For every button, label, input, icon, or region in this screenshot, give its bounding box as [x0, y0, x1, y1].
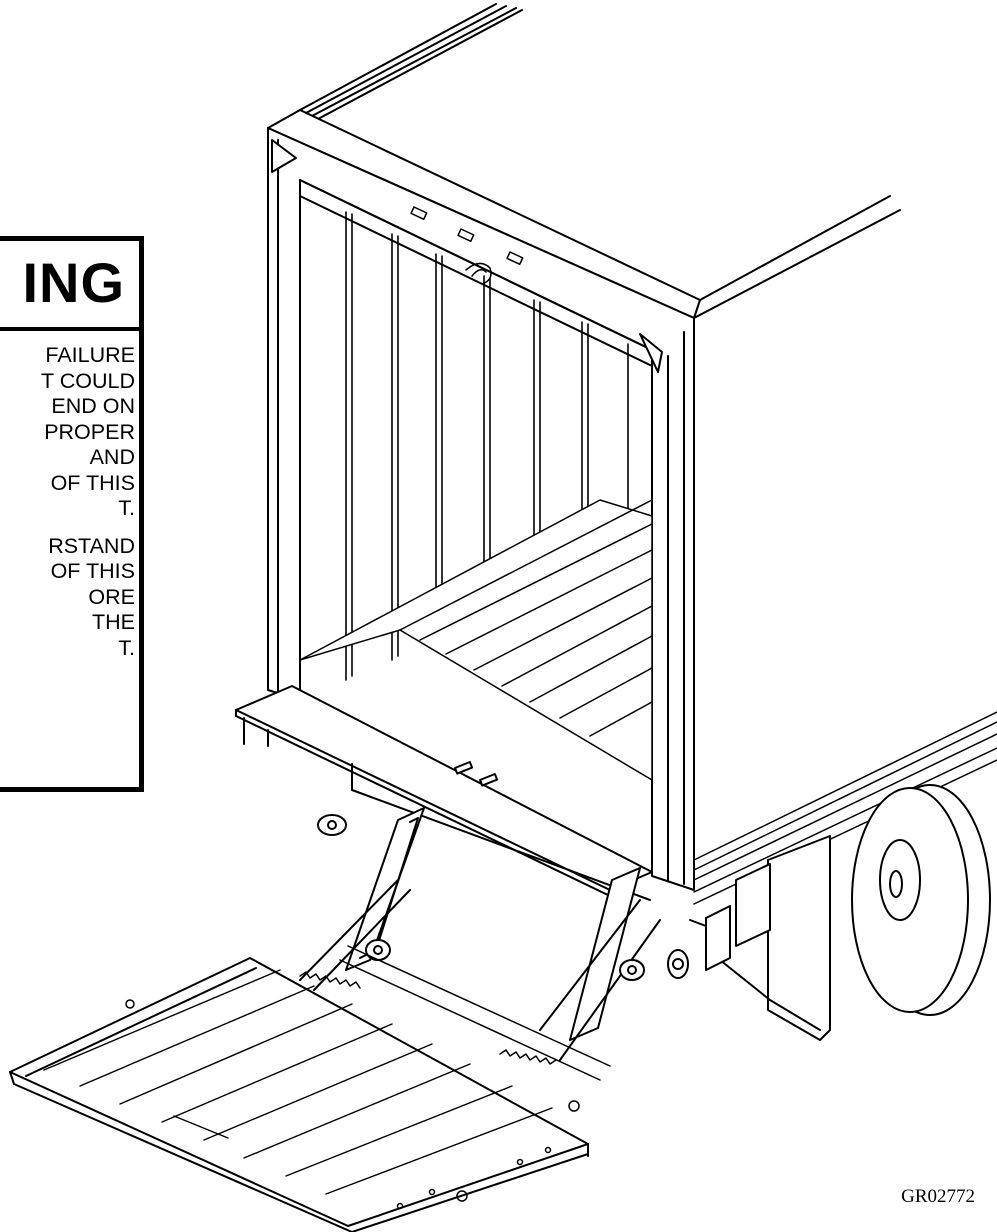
warning-line: END ON — [51, 394, 135, 418]
warning-header: ING — [0, 241, 139, 331]
warning-line: ORE — [88, 584, 135, 609]
warning-line: T. — [118, 635, 135, 660]
warning-line: THE — [92, 610, 135, 634]
platform-hinges — [125, 999, 580, 1210]
figure-id: GR02772 — [901, 1186, 975, 1207]
warning-paragraph-2: RSTAND OF THIS ORE THE T. — [41, 534, 135, 662]
roof-rails — [299, 3, 523, 120]
door-latches — [410, 206, 524, 285]
platform-ribs — [43, 969, 553, 1195]
truck-floor — [299, 499, 653, 781]
truck-wheel — [719, 784, 991, 1041]
warning-label: ING FAILURE T COULD END ON PROPER AND OF… — [0, 236, 144, 792]
pump-box — [689, 863, 771, 971]
warning-line: AND — [89, 445, 135, 469]
warning-line: RSTAND — [48, 533, 135, 558]
warning-line: OF THIS — [50, 559, 135, 583]
dock-plate — [235, 685, 653, 901]
warning-title: ING — [22, 251, 125, 314]
warning-line: T. — [118, 496, 135, 520]
truck-side-rails — [693, 711, 997, 905]
warning-paragraph-1: FAILURE T COULD END ON PROPER AND OF THI… — [41, 343, 135, 522]
warning-line: FAILURE — [45, 343, 135, 367]
torsion-springs — [299, 945, 611, 1081]
lift-arms — [299, 807, 689, 1061]
liftgate-platform — [9, 957, 589, 1232]
warning-line: T COULD — [41, 368, 135, 393]
warning-line: PROPER — [44, 419, 135, 444]
warning-line: OF THIS — [50, 470, 135, 495]
warning-body: FAILURE T COULD END ON PROPER AND OF THI… — [41, 343, 135, 673]
